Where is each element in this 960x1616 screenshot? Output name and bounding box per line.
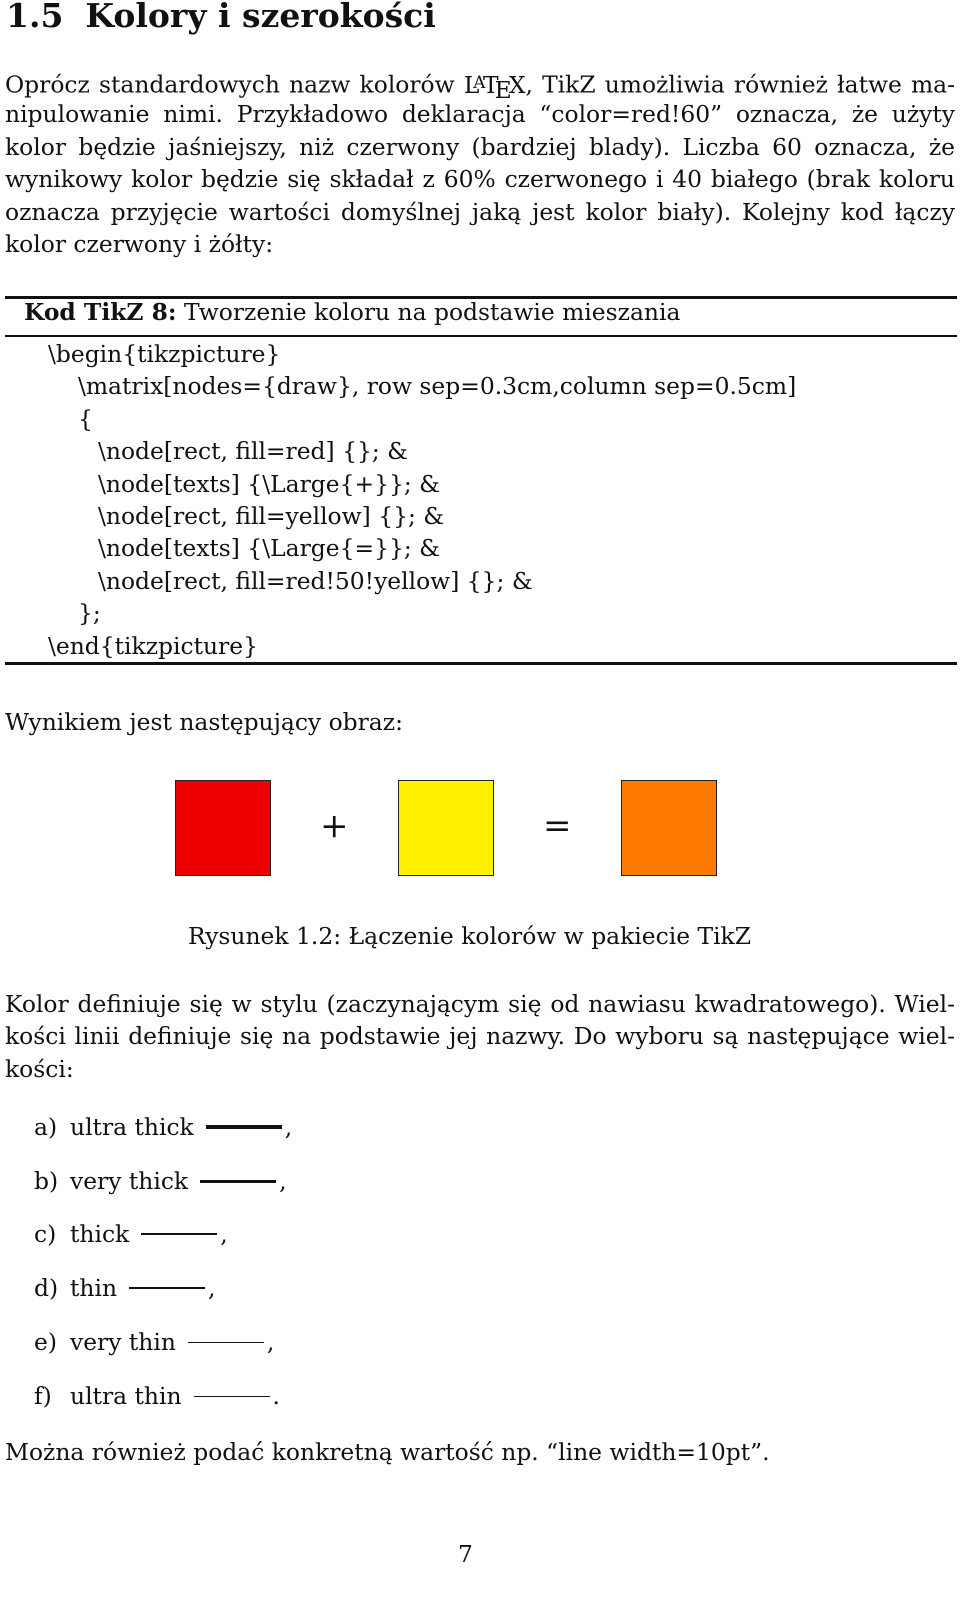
code-caption-text: Tworzenie koloru na podstawie mieszania bbox=[183, 298, 681, 326]
code-caption-label: Kod TikZ 8: bbox=[24, 298, 177, 326]
equals-sign: = bbox=[543, 806, 572, 846]
paragraph-line: oznacza przyjęcie wartości domyślnej jak… bbox=[5, 197, 955, 226]
code-listing: \begin{tikzpicture} \matrix[nodes={draw}… bbox=[48, 338, 796, 662]
line-width-sample bbox=[193, 1395, 270, 1397]
code-line: \node[rect, fill=red!50!yellow] {}; & bbox=[98, 566, 533, 595]
code-line: \node[texts] {\Large{=}}; & bbox=[98, 534, 440, 563]
code-line: \begin{tikzpicture} bbox=[48, 340, 281, 368]
plus-sign: + bbox=[320, 806, 349, 846]
style-paragraph: Kolor definiuje się w stylu (zaczynający… bbox=[5, 988, 955, 1085]
figure-caption: Rysunek 1.2: Łączenie kolorów w pakiecie… bbox=[188, 922, 751, 950]
list-item: c)thick, bbox=[34, 1220, 228, 1248]
latex-logo: LATEX bbox=[463, 70, 526, 104]
line-width-sample bbox=[187, 1341, 264, 1343]
paragraph-line: Oprócz standardowych nazw kolorów LATEX,… bbox=[5, 70, 956, 104]
code-bottom-rule bbox=[5, 662, 957, 665]
page-number: 7 bbox=[458, 1540, 473, 1568]
orange-square bbox=[621, 780, 717, 876]
code-line: \node[rect, fill=red] {}; & bbox=[98, 437, 408, 466]
section-title: Kolory i szerokości bbox=[85, 0, 436, 35]
yellow-square bbox=[398, 780, 494, 876]
line-width-sample bbox=[205, 1125, 282, 1129]
code-line: \end{tikzpicture} bbox=[48, 631, 258, 660]
list-item: f)ultra thin. bbox=[34, 1382, 280, 1410]
code-top-rule bbox=[5, 296, 957, 299]
code-caption: Kod TikZ 8: Tworzenie koloru na podstawi… bbox=[24, 298, 680, 326]
section-number: 1.5 bbox=[6, 0, 64, 35]
paragraph-line: kolor będzie jaśniejszy, niż czerwony (b… bbox=[5, 132, 955, 161]
paragraph-line: nipulowanie nimi. Przykładowo deklaracja… bbox=[5, 100, 955, 129]
paragraph-line: Kolor definiuje się w stylu (zaczynający… bbox=[5, 990, 955, 1018]
code-line: }; bbox=[78, 599, 101, 628]
line-width-sample bbox=[129, 1287, 206, 1289]
list-item: d)thin, bbox=[34, 1274, 216, 1302]
paragraph-line: kolor czerwony i żółty: bbox=[5, 229, 274, 258]
code-line: \matrix[nodes={draw}, row sep=0.3cm,colu… bbox=[78, 372, 797, 401]
code-line: \node[rect, fill=yellow] {}; & bbox=[98, 501, 445, 530]
intro-paragraph: Oprócz standardowych nazw kolorów LATEX,… bbox=[5, 66, 955, 260]
final-line: Można również podać konkretną wartość np… bbox=[5, 1438, 770, 1466]
list-item: e)very thin, bbox=[34, 1328, 275, 1356]
list-item: b)very thick, bbox=[34, 1167, 287, 1195]
red-square bbox=[175, 780, 271, 876]
paragraph-line: kości linii definiuje się na podstawie j… bbox=[5, 1022, 955, 1051]
line-width-sample bbox=[200, 1179, 277, 1183]
paragraph-line: kości: bbox=[5, 1054, 74, 1083]
list-item: a)ultra thick, bbox=[34, 1113, 293, 1141]
code-line: { bbox=[78, 404, 93, 433]
code-mid-rule bbox=[5, 335, 957, 337]
paragraph-line: wynikowy kolor będzie się składał z 60% … bbox=[5, 165, 955, 194]
line-width-sample bbox=[141, 1233, 218, 1235]
result-intro: Wynikiem jest następujący obraz: bbox=[5, 708, 403, 736]
section-heading: 1.5 Kolory i szerokości bbox=[6, 0, 436, 35]
code-line: \node[texts] {\Large{+}}; & bbox=[98, 469, 440, 498]
